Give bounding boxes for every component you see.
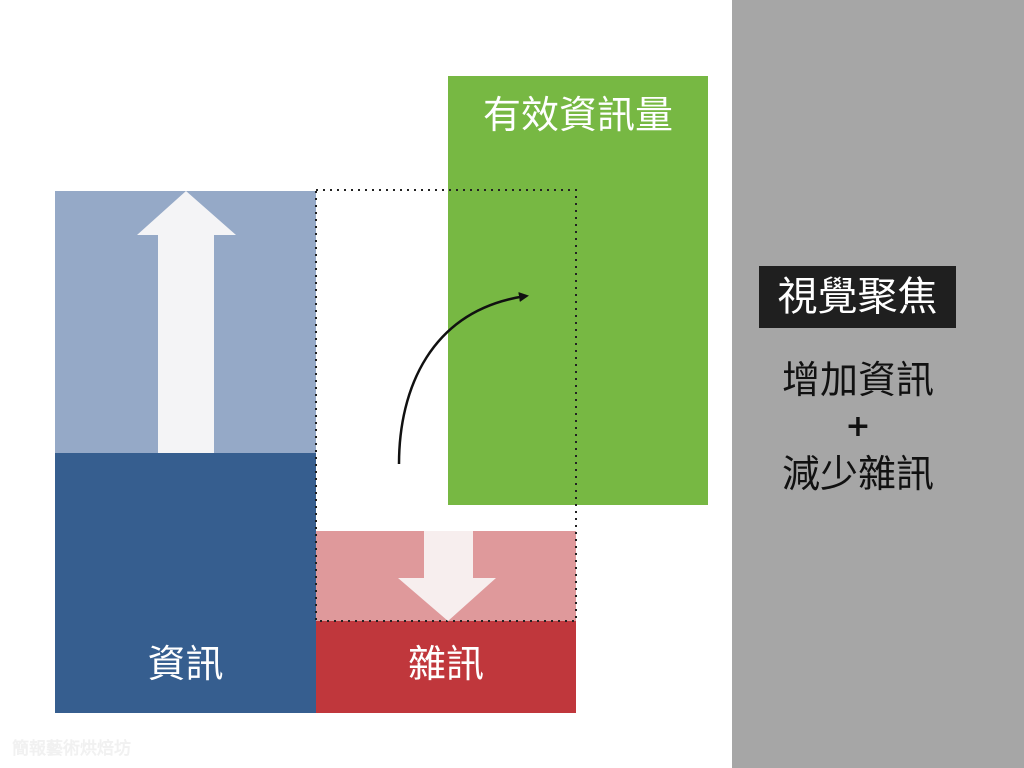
dotted-outline bbox=[315, 189, 577, 622]
information-block bbox=[55, 453, 316, 713]
side-panel bbox=[732, 0, 1024, 768]
noise-label: 雜訊 bbox=[407, 642, 484, 686]
visual-focus-title: 視覺聚焦 bbox=[759, 266, 956, 328]
reduce-noise-text: 減少雜訊 bbox=[781, 452, 934, 496]
increase-information-text: 增加資訊 bbox=[781, 358, 934, 402]
effective-information-label: 有效資訊量 bbox=[482, 93, 673, 137]
up-arrow-icon bbox=[137, 191, 236, 453]
plus-sign: + bbox=[845, 409, 871, 444]
down-arrow-icon bbox=[398, 531, 496, 621]
information-label: 資訊 bbox=[147, 642, 224, 686]
noise-block bbox=[316, 621, 576, 713]
watermark: 簡報藝術烘焙坊 bbox=[12, 739, 131, 759]
effective-information-block bbox=[448, 76, 708, 505]
curved-arrow-icon bbox=[397, 292, 529, 465]
